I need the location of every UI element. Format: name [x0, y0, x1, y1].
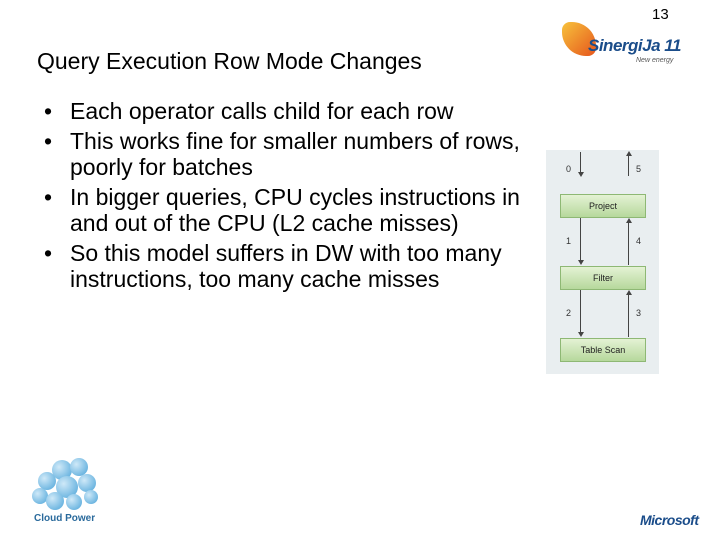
cloud-power-label: Cloud Power: [34, 513, 96, 524]
slide-title: Query Execution Row Mode Changes: [37, 48, 422, 74]
bullet-text: This works fine for smaller numbers of r…: [70, 128, 520, 180]
arrow-up-icon: [626, 218, 632, 223]
bullet-item: • This works fine for smaller numbers of …: [44, 128, 534, 180]
connector-line: [628, 223, 629, 265]
call-number: 0: [566, 164, 572, 174]
bullet-dot: •: [44, 98, 53, 124]
operator-box-project: Project: [560, 194, 646, 218]
bullet-text: In bigger queries, CPU cycles instructio…: [70, 184, 520, 236]
cloud-bubble: [32, 488, 48, 504]
connector-line: [580, 290, 581, 334]
arrow-down-icon: [578, 172, 584, 177]
bullet-text: So this model suffers in DW with too man…: [70, 240, 502, 292]
call-number: 3: [636, 308, 642, 318]
connector-line: [580, 152, 581, 172]
operator-tree-diagram: 0 5 Project 1 4 Filter 2 3 Table Scan: [546, 150, 659, 374]
cloud-bubble: [78, 474, 96, 492]
cloud-bubble: [46, 492, 64, 510]
connector-line: [628, 156, 629, 176]
bullet-dot: •: [44, 184, 53, 210]
sinergija-logo: SinergiJa 11 New energy: [558, 14, 686, 74]
bullet-list: •Each operator calls child for each row …: [44, 98, 534, 296]
call-number: 4: [636, 236, 642, 246]
cloud-bubble: [70, 458, 88, 476]
operator-box-table-scan: Table Scan: [560, 338, 646, 362]
cloud-bubble: [56, 476, 78, 498]
bullet-item: • Each operator calls child for each row: [44, 98, 534, 124]
call-number: 5: [636, 164, 642, 174]
bullet-dot: •: [44, 128, 53, 154]
cloud-power-logo: Cloud Power: [28, 456, 108, 526]
arrow-up-icon: [626, 290, 632, 295]
sinergija-logo-name: SinergiJa 11: [588, 36, 681, 55]
bullet-item: • So this model suffers in DW with too ma…: [44, 240, 534, 292]
arrow-down-icon: [578, 332, 584, 337]
call-number: 2: [566, 308, 572, 318]
connector-line: [628, 295, 629, 337]
bullet-dot: •: [44, 240, 53, 266]
arrow-up-icon: [626, 151, 632, 156]
cloud-bubble: [66, 494, 82, 510]
bullet-text: Each operator calls child for each row: [70, 98, 454, 124]
cloud-bubble: [84, 490, 98, 504]
operator-box-filter: Filter: [560, 266, 646, 290]
connector-line: [580, 218, 581, 262]
bullet-item: • In bigger queries, CPU cycles instructi…: [44, 184, 534, 236]
arrow-down-icon: [578, 260, 584, 265]
cloud-bubble: [38, 472, 56, 490]
microsoft-logo: Microsoft: [640, 512, 699, 528]
slide-number: 13: [652, 6, 669, 23]
cloud-bubble: [52, 460, 72, 480]
call-number: 1: [566, 236, 572, 246]
sinergija-logo-tagline: New energy: [636, 57, 674, 64]
